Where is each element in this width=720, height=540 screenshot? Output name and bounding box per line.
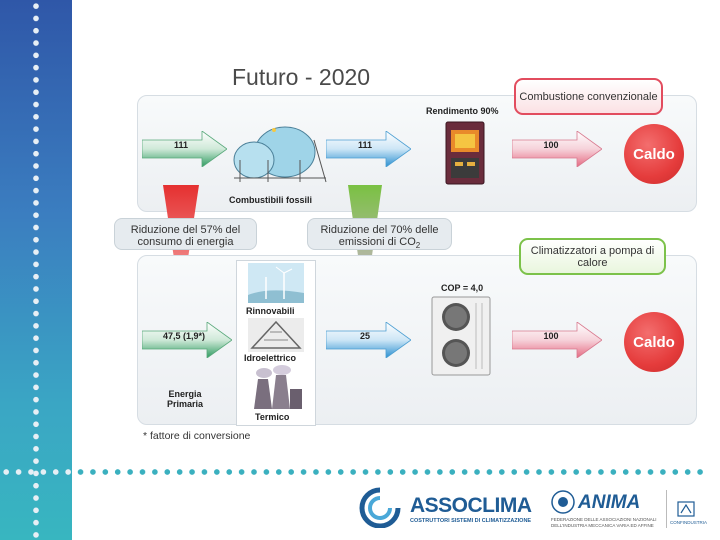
- caldo-circle-top: Caldo: [624, 124, 684, 184]
- co2-reduction-callout: Riduzione del 70% delle emissioni di CO2: [307, 218, 452, 250]
- assoclima-name: ASSOCLIMA: [410, 494, 532, 517]
- arrow-value: 111: [357, 140, 373, 150]
- page-title: Futuro - 2020: [232, 64, 371, 90]
- anima-name: ANIMA: [578, 492, 641, 513]
- anima-emblem-icon: [551, 490, 575, 514]
- thermal-plant-icon: [254, 365, 302, 409]
- conventional-combustion-box: Combustione convenzionale: [514, 78, 663, 115]
- hydroelectric-caption: Idroelettrico: [244, 353, 297, 363]
- arrow-value: 25: [359, 331, 370, 341]
- conventional-combustion-label: Combustione convenzionale: [519, 90, 658, 103]
- blue-arrow-icon: [326, 131, 411, 167]
- caldo-circle-bottom: Caldo: [624, 312, 684, 372]
- arrow-value: 100: [543, 331, 559, 341]
- green-arrow-icon: [142, 131, 227, 167]
- energy-reduction-callout: Riduzione del 57% del consumo di energia: [114, 218, 257, 250]
- assoclima-logo-icon: [359, 487, 401, 528]
- heat-pump-unit-icon: [431, 296, 491, 376]
- dot-row-side-decoration: [0, 466, 72, 478]
- green-arrow-icon: [142, 322, 232, 358]
- thermal-caption: Termico: [255, 412, 290, 422]
- gas-tank-icon: [233, 126, 327, 183]
- arrow-value: 100: [543, 140, 559, 150]
- fossil-fuels-caption: Combustibili fossili: [229, 195, 313, 205]
- confindustria-label: CONFINDUSTRIA: [670, 520, 707, 525]
- renewables-caption: Rinnovabili: [246, 306, 295, 316]
- assoclima-subtitle: COSTRUTTORI SISTEMI DI CLIMATIZZAZIONE: [410, 518, 532, 524]
- boiler-icon: [445, 121, 485, 185]
- pink-arrow-icon: [512, 131, 602, 167]
- hydroelectric-icon: [248, 318, 304, 352]
- arrow-value: 47,5 (1,9*): [162, 331, 206, 341]
- co2-reduction-text: Riduzione del 70% delle emissioni di CO: [320, 224, 439, 248]
- arrow-value: 111: [173, 140, 189, 150]
- efficiency-caption: Rendimento 90%: [426, 106, 499, 116]
- anima-subtitle: FEDERAZIONE DELLE ASSOCIAZIONI NAZIONALI…: [551, 517, 657, 528]
- primary-energy-caption: Energia Primaria: [166, 389, 204, 409]
- co2-subscript: 2: [415, 241, 421, 251]
- energy-reduction-text: Riduzione del 57% del consumo di energia: [130, 224, 241, 248]
- footnote: * fattore di conversione: [143, 430, 251, 442]
- dot-row-decoration: [0, 466, 708, 478]
- confindustria-emblem-icon: [677, 501, 695, 517]
- heat-pump-label: Climatizzatori a pompa di calore: [530, 244, 655, 269]
- cop-caption: COP = 4,0: [441, 283, 484, 293]
- footer-divider: [666, 490, 667, 528]
- heat-pump-box: Climatizzatori a pompa di calore: [519, 238, 666, 275]
- wind-turbine-icon: [248, 263, 304, 303]
- blue-arrow-icon: [326, 322, 411, 358]
- pink-arrow-icon: [512, 322, 602, 358]
- dot-column-decoration: [31, 0, 41, 540]
